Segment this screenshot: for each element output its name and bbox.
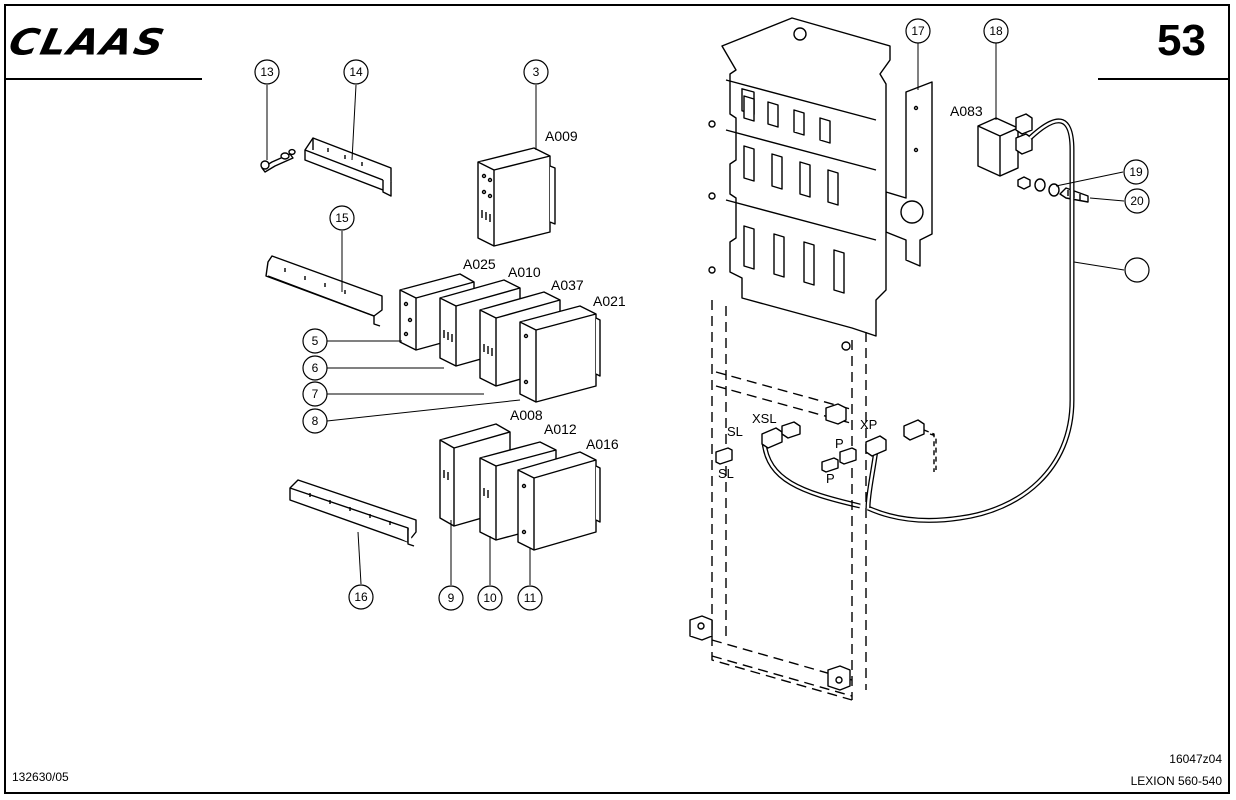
connector-label: P xyxy=(826,471,835,486)
component-label: A037 xyxy=(551,277,584,293)
callout-label: 13 xyxy=(260,65,274,79)
callout-label: 17 xyxy=(911,24,925,38)
callout-label: 16 xyxy=(354,590,368,604)
callout-label: 10 xyxy=(483,591,497,605)
page-number: 53 xyxy=(1157,16,1206,65)
callout-label: 11 xyxy=(524,591,537,605)
component-label: A016 xyxy=(586,436,619,452)
connector-label: SL xyxy=(718,466,734,481)
callout-label: 3 xyxy=(533,65,540,79)
module-A009 xyxy=(477,147,556,247)
callout-label: 20 xyxy=(1130,194,1144,208)
callout-label: 19 xyxy=(1129,165,1143,179)
component-label: A083 xyxy=(950,103,983,119)
rail-14 xyxy=(265,255,383,327)
component-label: A008 xyxy=(510,407,543,423)
main-frame-lower xyxy=(711,300,867,701)
connector-label: XSL xyxy=(752,411,777,426)
figure-id: 16047z04 xyxy=(1169,752,1222,766)
connector-label: XP xyxy=(860,417,877,432)
callout-label: 5 xyxy=(312,334,319,348)
callout-circles xyxy=(254,18,1150,611)
fasteners-18-19 xyxy=(1017,176,1089,203)
header-rule-right xyxy=(1098,78,1230,80)
callout-label: 18 xyxy=(989,24,1003,38)
callout-label: 15 xyxy=(335,211,349,225)
component-label: A009 xyxy=(545,128,578,144)
frame-feet xyxy=(689,403,851,691)
callout-label: 9 xyxy=(448,591,455,605)
callout-label: 7 xyxy=(312,387,319,401)
rail-15 xyxy=(289,479,417,547)
callout-label: 8 xyxy=(312,414,319,428)
component-label: A025 xyxy=(463,256,496,272)
component-label: A012 xyxy=(544,421,577,437)
header-rule-left xyxy=(4,78,202,80)
connectors xyxy=(715,419,937,473)
callout-label: 6 xyxy=(312,361,319,375)
component-label: A021 xyxy=(593,293,626,309)
module-A021 xyxy=(519,305,601,403)
module-A083 xyxy=(977,113,1033,177)
cable-20 xyxy=(761,118,1075,523)
screw-12 xyxy=(260,148,296,173)
main-frame xyxy=(708,17,891,351)
page-frame xyxy=(4,4,1230,794)
doc-number: 132630/05 xyxy=(12,770,69,784)
connector-label: SL xyxy=(727,424,743,439)
component-label: A010 xyxy=(508,264,541,280)
module-A016 xyxy=(517,451,601,551)
bracket-16 xyxy=(885,81,933,267)
callout-label: 14 xyxy=(349,65,363,79)
model-name: LEXION 560-540 xyxy=(1130,774,1222,788)
connector-label: P xyxy=(835,436,844,451)
rail-13 xyxy=(304,137,392,197)
